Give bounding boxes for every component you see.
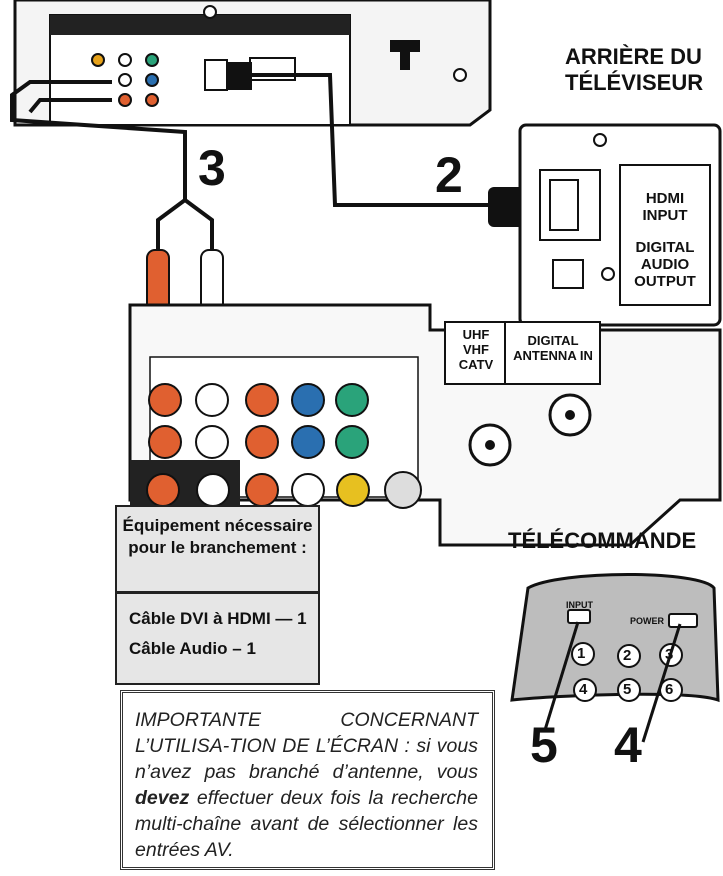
remote-digit-3: 3 <box>665 646 674 663</box>
hdmi-input-line1: HDMI <box>645 190 685 207</box>
screen-usage-note: IMPORTANTE CONCERNANT L’UTILISA-TION DE … <box>120 690 495 870</box>
remote-digit-1: 1 <box>577 645 586 662</box>
equipment-items: Câble DVI à HDMI — 1 Câble Audio – 1 <box>129 604 307 664</box>
equipment-box: Équipement nécessaire pour le branchemen… <box>115 505 320 685</box>
remote-heading: TÉLÉCOMMANDE <box>508 528 697 553</box>
tv-back-heading-line2: TÉLÉVISEUR <box>565 70 704 95</box>
source-device <box>13 0 492 127</box>
hdmi-input-label: HDMI INPUT <box>626 190 704 224</box>
step-2-label: 2 <box>435 147 463 203</box>
digital-antenna-line1: DIGITAL <box>527 333 579 348</box>
digital-audio-line2: AUDIO <box>640 256 690 273</box>
tv-back-heading-line1: ARRIÈRE DU <box>565 44 702 69</box>
digital-antenna-line2: ANTENNA IN <box>513 348 593 363</box>
uhf-line2: VHF <box>463 342 489 357</box>
note-text-after: effectuer deux fois la recherche multi-c… <box>135 787 478 861</box>
step-4-label: 4 <box>614 717 642 773</box>
remote-control <box>510 573 720 743</box>
uhf-line1: UHF <box>462 327 490 342</box>
remote-digit-4: 4 <box>579 681 588 698</box>
equipment-divider <box>117 591 318 594</box>
note-text-before: IMPORTANTE CONCERNANT L’UTILISA-TION DE … <box>135 709 478 783</box>
remote-input-label: INPUT <box>566 600 593 610</box>
step-5-label: 5 <box>530 717 558 773</box>
remote-power-label: POWER <box>630 616 665 626</box>
step-3-label: 3 <box>198 140 226 196</box>
remote-digit-6: 6 <box>665 681 674 698</box>
digital-audio-output-label: DIGITAL AUDIO OUTPUT <box>626 239 704 290</box>
tv-panel <box>128 123 722 547</box>
tv-back-heading: ARRIÈRE DU TÉLÉVISEUR <box>565 44 703 96</box>
uhf-vhf-catv-label: UHF VHF CATV <box>450 327 502 372</box>
hdmi-input-line2: INPUT <box>642 207 688 224</box>
uhf-line3: CATV <box>458 357 494 372</box>
digital-antenna-label: DIGITAL ANTENNA IN <box>508 333 598 363</box>
note-text: IMPORTANTE CONCERNANT L’UTILISA-TION DE … <box>135 707 478 863</box>
remote-digit-2: 2 <box>623 647 632 664</box>
equipment-item-dvi-hdmi: Câble DVI à HDMI — 1 <box>129 609 307 628</box>
equipment-item-audio: Câble Audio – 1 <box>129 639 256 658</box>
digital-audio-line1: DIGITAL <box>635 239 695 256</box>
equipment-title-line1: Équipement nécessaire <box>122 516 313 535</box>
equipment-title-line2: pour le branchement : <box>128 538 307 557</box>
equipment-title: Équipement nécessaire pour le branchemen… <box>117 515 318 559</box>
digital-audio-line3: OUTPUT <box>634 273 696 290</box>
remote-digit-5: 5 <box>623 681 632 698</box>
note-emphasis: devez <box>135 787 190 809</box>
